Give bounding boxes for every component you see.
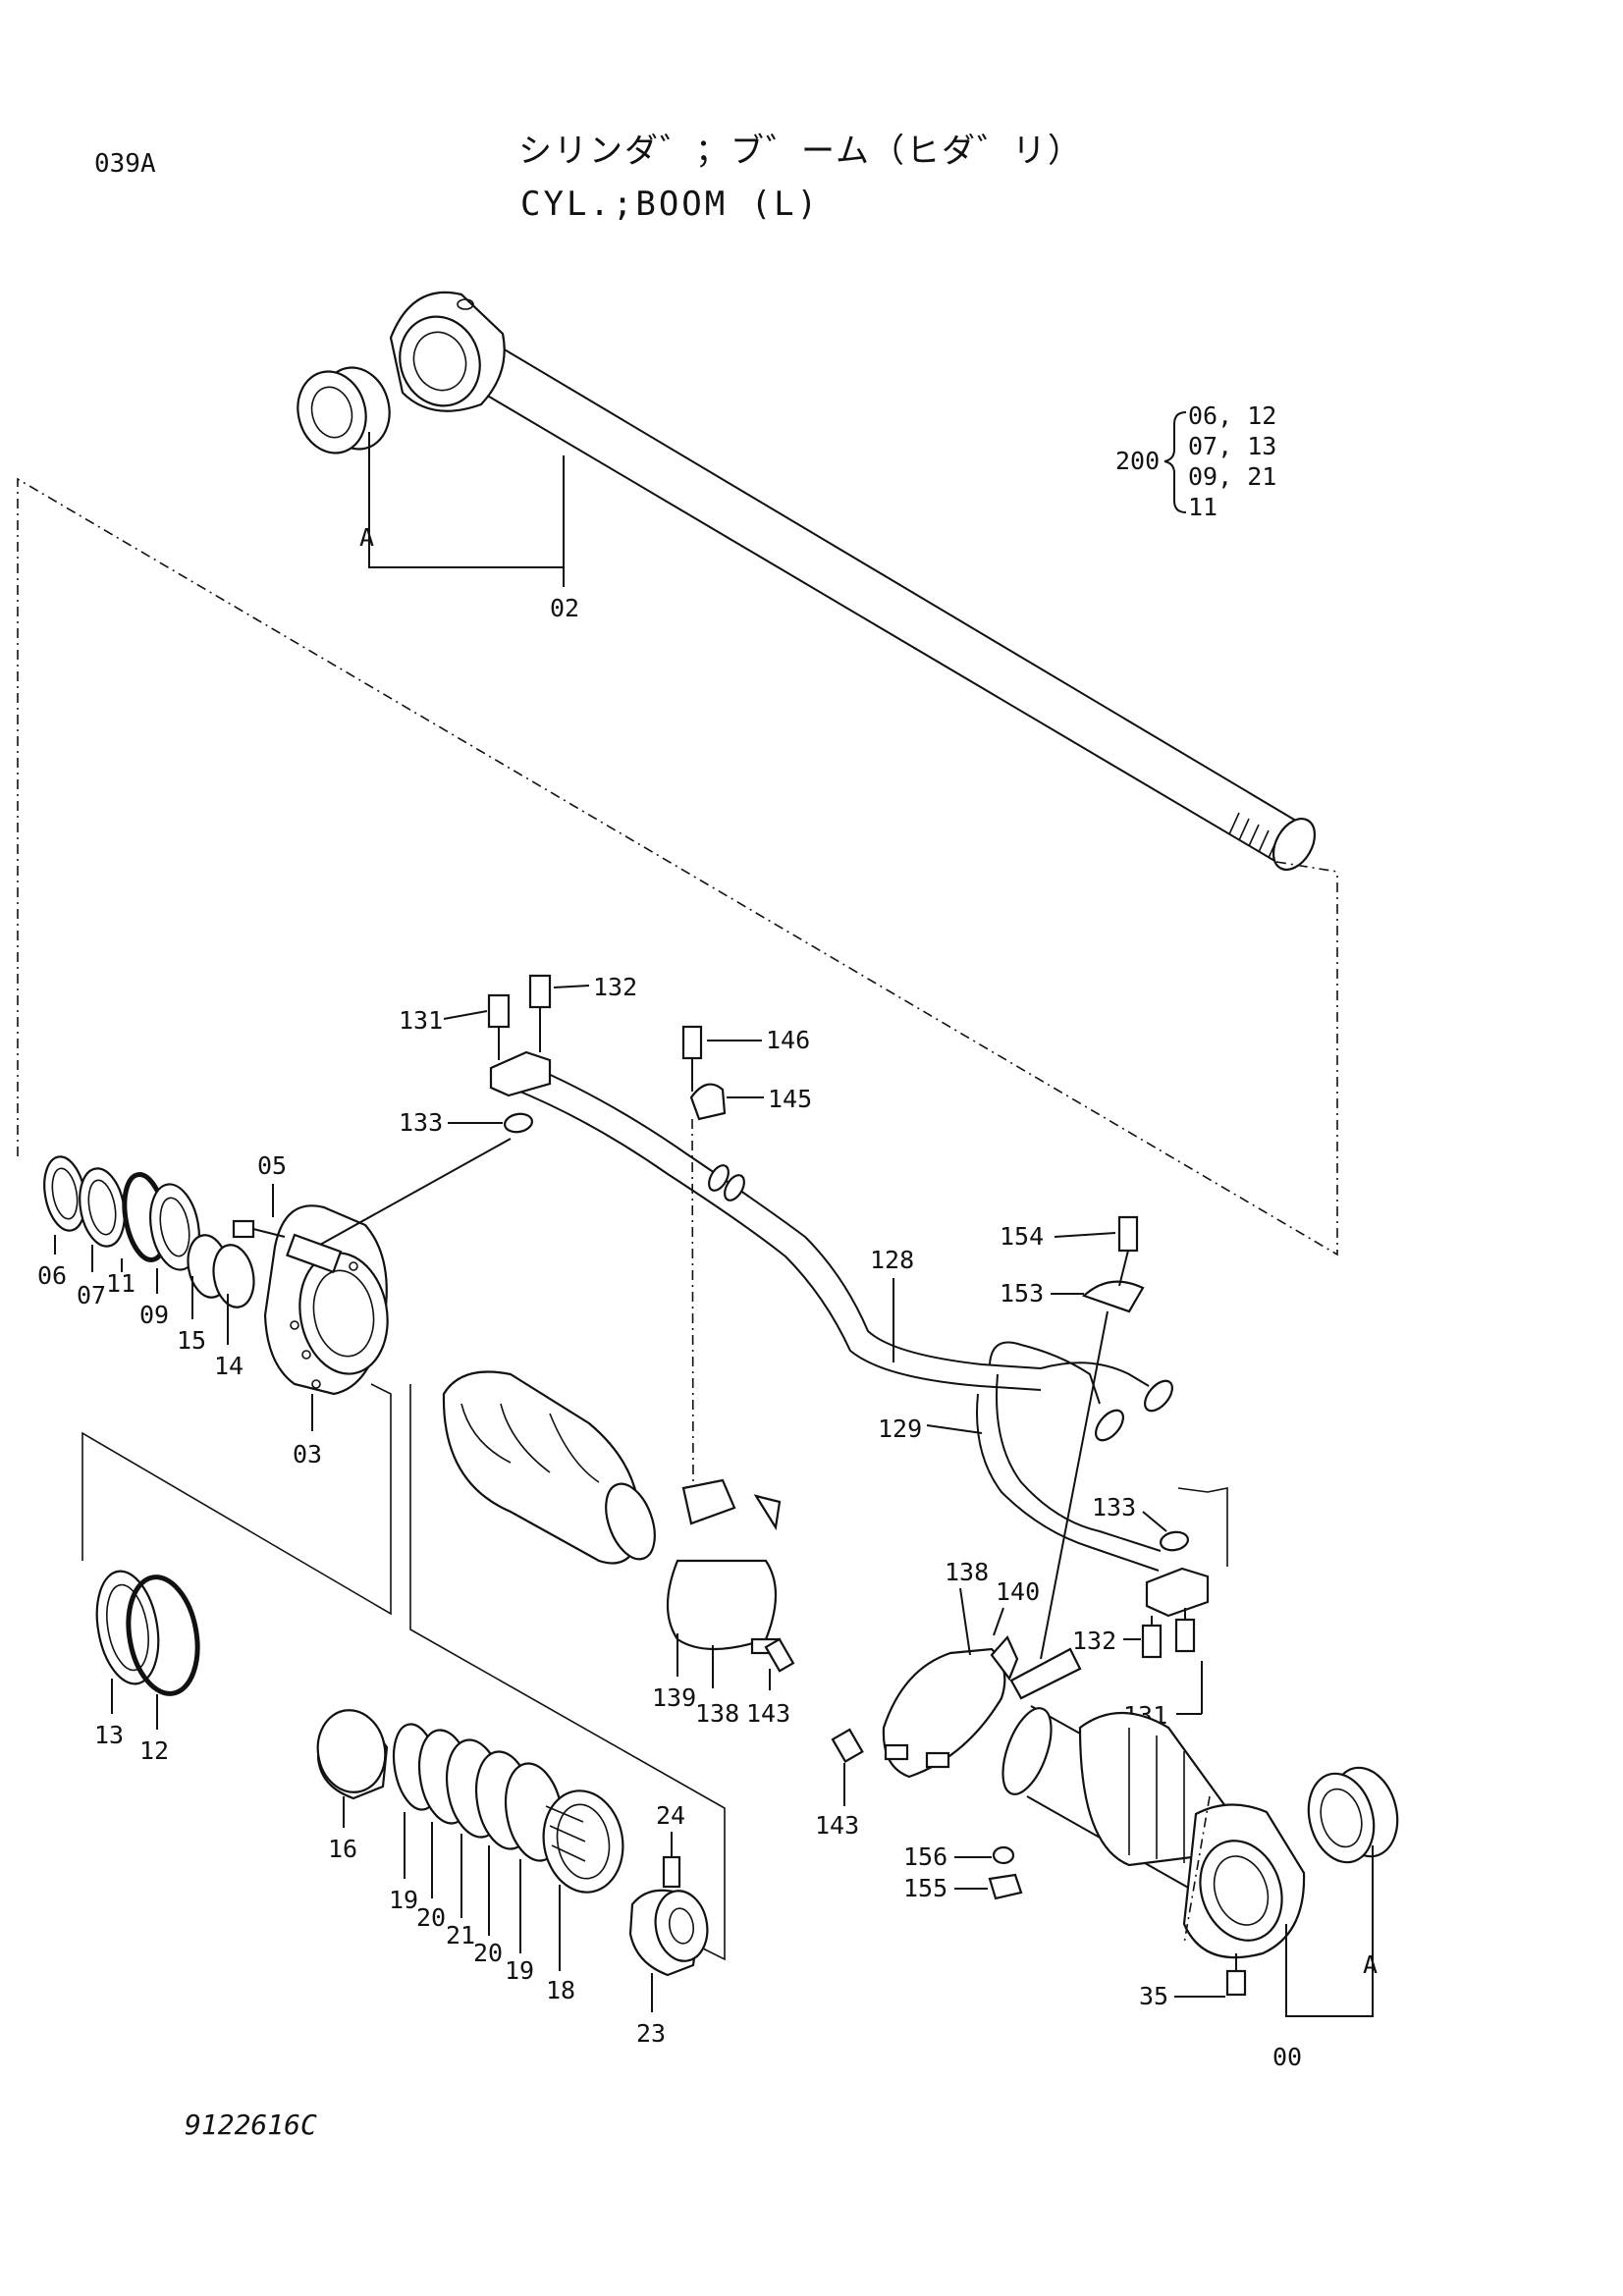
callout: 20 [416, 1903, 446, 1932]
kit-row: 06, 12 [1188, 401, 1276, 430]
bushing-top [297, 366, 391, 454]
piston-rod [389, 291, 1317, 871]
callout: A [359, 523, 374, 552]
wear-ring-16 [316, 1709, 389, 1800]
callout: 128 [870, 1246, 914, 1274]
grease-fitting-35 [1225, 1953, 1247, 1997]
callout: 140 [996, 1577, 1040, 1606]
callout: 05 [257, 1151, 287, 1180]
callout: 07 [77, 1281, 106, 1309]
callout: 143 [815, 1811, 859, 1840]
callout: 156 [903, 1842, 947, 1871]
callout: 06 [37, 1261, 67, 1290]
callout: 19 [505, 1956, 534, 1985]
callout: 15 [177, 1326, 206, 1355]
callout: 132 [1072, 1627, 1116, 1655]
callout: 139 [652, 1683, 696, 1712]
callout: 132 [593, 973, 637, 1001]
kit-row: 07, 13 [1188, 432, 1276, 460]
title-japanese: シリンダ゛；ブ゛ーム（ヒダ゛リ） [518, 132, 1083, 171]
kit-row: 09, 21 [1188, 462, 1276, 491]
pipe-129 [976, 1341, 1173, 1572]
socket-bolt-05 [232, 1184, 286, 1239]
bushing-bottom [1307, 1766, 1399, 1864]
callout: 16 [328, 1835, 357, 1863]
kit-row: 11 [1188, 493, 1217, 521]
callout: 13 [94, 1721, 124, 1749]
pipe-band-right [831, 1635, 1082, 1779]
kit-number: 200 [1115, 447, 1160, 475]
clip-145 [681, 1025, 727, 1489]
piston-nut-23 [628, 1889, 709, 1977]
callout: 21 [446, 1921, 475, 1949]
callout: 18 [546, 1976, 575, 2004]
callout: 154 [1000, 1222, 1044, 1251]
clamp-153-154 [1040, 1215, 1145, 1660]
group-frame-right [1177, 1487, 1228, 1567]
callout: 153 [1000, 1279, 1044, 1308]
callout: 138 [945, 1558, 989, 1586]
group-frame-upper [17, 477, 1338, 1256]
callout: 19 [389, 1886, 418, 1914]
group-frame-left [81, 1383, 392, 1616]
cylinder-head [263, 1204, 389, 1396]
set-screw-24 [662, 1832, 681, 1889]
piston-rings [392, 1723, 624, 1894]
rings-13-12 [95, 1570, 200, 1696]
kit-bracket: 200 06, 12 07, 13 09, 21 11 [1115, 401, 1276, 521]
piston-body [442, 1370, 656, 1565]
callout: 133 [1092, 1493, 1136, 1522]
callout: 20 [473, 1939, 503, 1967]
callout: 24 [656, 1801, 685, 1830]
lower-flange [1141, 1530, 1210, 1659]
pipe-band-left [666, 1478, 795, 1673]
callout: 155 [903, 1874, 947, 1902]
title-english: CYL.;BOOM (L) [520, 185, 821, 224]
callout: 00 [1272, 2043, 1302, 2071]
callout: 03 [293, 1440, 322, 1468]
callout: 145 [768, 1085, 812, 1113]
callout: 131 [399, 1006, 443, 1035]
callout: 12 [139, 1736, 169, 1765]
callout: A [1363, 1950, 1378, 1979]
callout: 35 [1139, 1982, 1168, 2010]
callout: 11 [106, 1269, 135, 1298]
seal-stack [43, 1155, 255, 1308]
callout: 138 [695, 1699, 739, 1728]
callout: 133 [399, 1108, 443, 1137]
group-frame-piston [409, 1384, 726, 1961]
footer-code: 9122616C [185, 2109, 317, 2141]
callout: 14 [214, 1352, 243, 1380]
callout: 129 [878, 1415, 922, 1443]
cylinder-tube [1001, 1705, 1306, 1959]
callout: 146 [766, 1026, 810, 1054]
callout: 143 [746, 1699, 790, 1728]
callout: 23 [636, 2019, 666, 2048]
leader-02 [368, 432, 565, 568]
nut-washer [988, 1845, 1023, 1900]
upper-flange [487, 974, 552, 1134]
callout: 09 [139, 1301, 169, 1329]
diagram-code: 039A [94, 149, 156, 179]
callout: 02 [550, 594, 579, 622]
